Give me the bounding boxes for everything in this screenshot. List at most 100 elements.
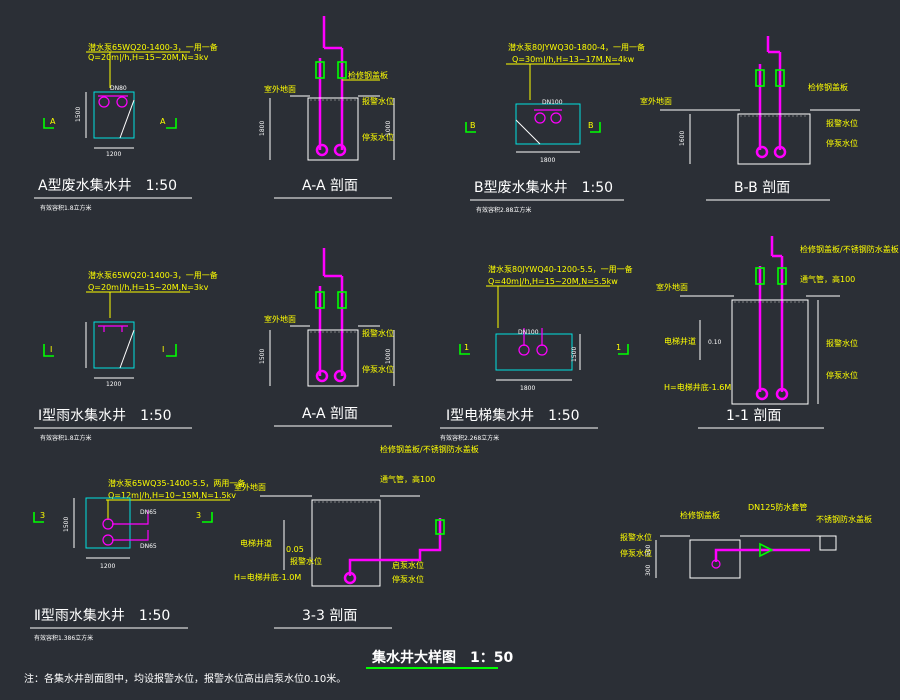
dim-1800-b: 1800 xyxy=(540,157,555,164)
pump-spec-e2: Q=40m|/h,H=15~20M,N=5.5kw xyxy=(488,277,618,286)
label-dn125: DN125防水套管 xyxy=(748,502,807,512)
caption-a-plan: 有效容积1.8立方米 xyxy=(40,204,92,212)
a-section: 室外地面 检修钢盖板 报警水位 停泵水位 1800 1000 A-A 剖面 xyxy=(259,16,395,199)
i-rain-plan: 潜水泵65WQ20-1400-3，一用一备 Q=20m|/h,H=15~20M,… xyxy=(34,270,218,442)
label-vent-11: 通气管，高100 xyxy=(800,274,855,284)
section-1-1: 室外地面 检修钢盖板/不锈钢防水盖板 通气管，高100 电梯井道 报警水位 停泵… xyxy=(656,236,899,429)
detail-section: 检修钢盖板 DN125防水套管 不锈钢防水盖板 报警水位 停泵水位 500 30… xyxy=(620,502,872,579)
mark-b-left: B xyxy=(470,121,476,130)
dn-ii-a: DN65 xyxy=(140,509,157,516)
label-start-33: 启泵水位 xyxy=(392,560,424,570)
mark-a-left: A xyxy=(50,117,56,126)
label-cover-b: 检修钢盖板 xyxy=(808,82,848,92)
dim-1800-e: 1800 xyxy=(520,385,535,392)
ii-rain-plan: 潜水泵65WQ35-1400-5.5，两用一备 Q=12m|/h,H=10~15… xyxy=(30,478,245,642)
label-h16: H=电梯井底-1.6M xyxy=(664,382,731,392)
label-floor-33: 室外地面 xyxy=(234,482,266,492)
pump-spec-ii1: 潜水泵65WQ35-1400-5.5，两用一备 xyxy=(108,478,245,488)
label-floor-11: 室外地面 xyxy=(656,282,688,292)
mark-1-right: 1 xyxy=(616,343,621,352)
label-floor-b: 室外地面 xyxy=(640,96,672,106)
caption-ii-rain: 有效容积1.386立方米 xyxy=(34,634,93,642)
title-i-rain: Ⅰ型雨水集水井 1:50 xyxy=(38,407,172,424)
label-d005: 0.05 xyxy=(286,545,304,554)
b-plan: 潜水泵80JYWQ30-1800-4，一用一备 Q=30m|/h,H=13~17… xyxy=(465,42,645,214)
pump-spec-ii2: Q=12m|/h,H=10~15M,N=1.5kv xyxy=(108,491,236,500)
title-i-elev: Ⅰ型电梯集水井 1:50 xyxy=(446,407,580,424)
dim-1900: 1800 xyxy=(259,121,266,136)
label-cover2-33: 检修钢盖板/不锈钢防水盖板 xyxy=(380,444,479,454)
label-alarm-b: 报警水位 xyxy=(826,118,858,128)
caption-b-plan: 有效容积2.88立方米 xyxy=(476,206,531,214)
label-stop-b: 停泵水位 xyxy=(826,138,858,148)
label-cover-d: 检修钢盖板 xyxy=(680,510,720,520)
title-ii-rain: Ⅱ型雨水集水井 1:50 xyxy=(34,607,170,624)
mark-3-right: 3 xyxy=(196,511,201,520)
label-stop-d: 停泵水位 xyxy=(620,548,652,558)
pump-spec-i1: 潜水泵65WQ20-1400-3，一用一备 xyxy=(88,270,218,280)
mark-b-right: B xyxy=(588,121,594,130)
mark-1-left: 1 xyxy=(464,343,469,352)
label-stop-2: 停泵水位 xyxy=(362,364,394,374)
caption-i-rain: 有效容积1.8立方米 xyxy=(40,434,92,442)
label-alarm-2: 报警水位 xyxy=(362,328,394,338)
pump-spec-b2: Q=30m|/h,H=13~17M,N=4kw xyxy=(512,55,635,64)
dim-500-d: 500 xyxy=(645,544,652,556)
label-drain-33: 电梯井道 xyxy=(240,538,272,548)
label-cover: 检修钢盖板 xyxy=(348,70,388,80)
b-section: 室外地面 检修钢盖板 报警水位 停泵水位 1600 B-B 剖面 xyxy=(640,36,860,201)
pump-spec-i2: Q=20m|/h,H=15~20M,N=3kv xyxy=(88,283,209,292)
mark-i-right: Ⅰ xyxy=(162,345,164,354)
title-a-section: A-A 剖面 xyxy=(302,178,358,194)
title-3-3: 3-3 剖面 xyxy=(302,608,357,624)
label-drain-11: 电梯井道 xyxy=(664,336,696,346)
label-alarm-33: 报警水位 xyxy=(290,556,322,566)
label-alarm-d: 报警水位 xyxy=(620,532,652,542)
dim-1000: 1000 xyxy=(385,121,392,136)
title-1-1: 1-1 剖面 xyxy=(726,408,781,424)
label-h10: H=电梯井底-1.0M xyxy=(234,572,301,582)
section-3-3: 室外地面 检修钢盖板/不锈钢防水盖板 通气管，高100 电梯井道 0.05 报警… xyxy=(234,444,479,629)
main-title: 集水井大样图 1：50 xyxy=(371,649,513,666)
label-stop-33: 停泵水位 xyxy=(392,574,424,584)
label-alarm: 报警水位 xyxy=(362,96,394,106)
mark-3-left: 3 xyxy=(40,511,45,520)
footnote: 注：各集水井剖面图中，均设报警水位，报警水位高出启泵水位0.10米。 xyxy=(24,672,346,685)
label-floor: 室外地面 xyxy=(264,84,296,94)
dim-1200-ii: 1200 xyxy=(100,563,115,570)
pump-spec-e1: 潜水泵80JYWQ40-1200-5.5，一用一备 xyxy=(488,264,633,274)
a-plan: 潜水泵65WQ20-1400-3，一用一备 Q=20m|/h,H=15~20M,… xyxy=(34,42,218,212)
dim-010: 0.10 xyxy=(708,339,722,346)
title-b-section: B-B 剖面 xyxy=(734,180,790,196)
label-floor-2: 室外地面 xyxy=(264,314,296,324)
i-elev-plan: 潜水泵80JYWQ40-1200-5.5，一用一备 Q=40m|/h,H=15~… xyxy=(440,264,633,442)
caption-i-elev: 有效容积2.268立方米 xyxy=(440,434,499,442)
label-alarm-11: 报警水位 xyxy=(826,338,858,348)
dim-1000-2: 1000 xyxy=(385,349,392,364)
dim-1600-b: 1600 xyxy=(679,131,686,146)
pump-spec-line2: Q=20m|/h,H=15~20M,N=3kv xyxy=(88,53,209,62)
dim-1260: 1500 xyxy=(571,347,578,362)
a-section-2: 室外地面 报警水位 停泵水位 1500 1000 A-A 剖面 xyxy=(259,248,395,427)
dim-1500: 1500 xyxy=(75,107,82,122)
label-steel: 不锈钢防水盖板 xyxy=(816,514,872,524)
dim-1500-ii: 1500 xyxy=(63,517,70,532)
mark-i-left: Ⅰ xyxy=(50,345,52,354)
label-vent-33: 通气管，高100 xyxy=(380,474,435,484)
pump-spec-b1: 潜水泵80JYWQ30-1800-4，一用一备 xyxy=(508,42,645,52)
pump-spec-line1: 潜水泵65WQ20-1400-3，一用一备 xyxy=(88,42,218,52)
mark-a-right: A xyxy=(160,117,166,126)
dn-b: DN100 xyxy=(542,99,563,106)
dim-1200: 1200 xyxy=(106,151,121,158)
dim-300-d: 300 xyxy=(645,564,652,576)
label-stop: 停泵水位 xyxy=(362,132,394,142)
dn-e: DN100 xyxy=(518,329,539,336)
dn-ii-b: DN65 xyxy=(140,543,157,550)
title-a-plan: A型废水集水井 1:50 xyxy=(38,177,177,194)
title-a-section-2: A-A 剖面 xyxy=(302,406,358,422)
dim-1200-i: 1200 xyxy=(106,381,121,388)
dim-1500-2: 1500 xyxy=(259,349,266,364)
title-b-plan: B型废水集水井 1:50 xyxy=(474,179,613,196)
label-cover2-11: 检修钢盖板/不锈钢防水盖板 xyxy=(800,244,899,254)
